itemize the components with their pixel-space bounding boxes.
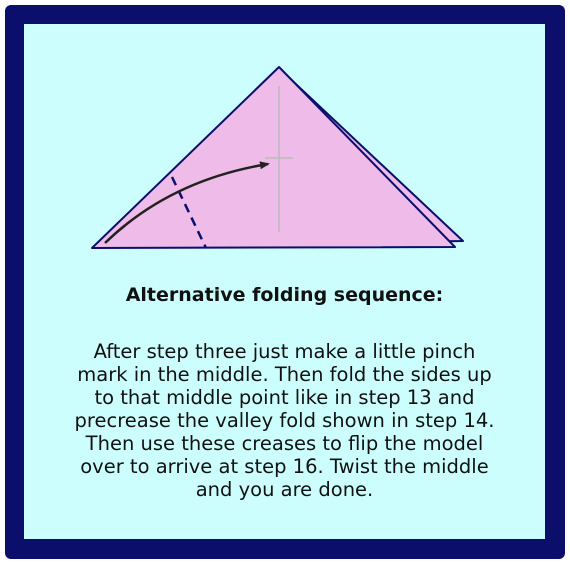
instruction-line: and you are done. <box>195 478 374 501</box>
instruction-line: over to arrive at step 16. Twist the mid… <box>80 455 489 478</box>
instruction-line: mark in the middle. Then fold the sides … <box>77 363 492 386</box>
instructions-paragraph: After step three just make a little pinc… <box>24 340 545 501</box>
section-heading: Alternative folding sequence: <box>125 284 444 306</box>
instruction-line: precrease the valley fold shown in step … <box>74 409 495 432</box>
valley-fold-line <box>170 176 208 249</box>
instruction-line: Then use these creases to flip the model <box>85 432 484 455</box>
instruction-line: to that middle point like in step 13 and <box>94 386 475 409</box>
fold-arrow <box>104 161 270 244</box>
instruction-line: After step three just make a little pinc… <box>93 340 476 363</box>
